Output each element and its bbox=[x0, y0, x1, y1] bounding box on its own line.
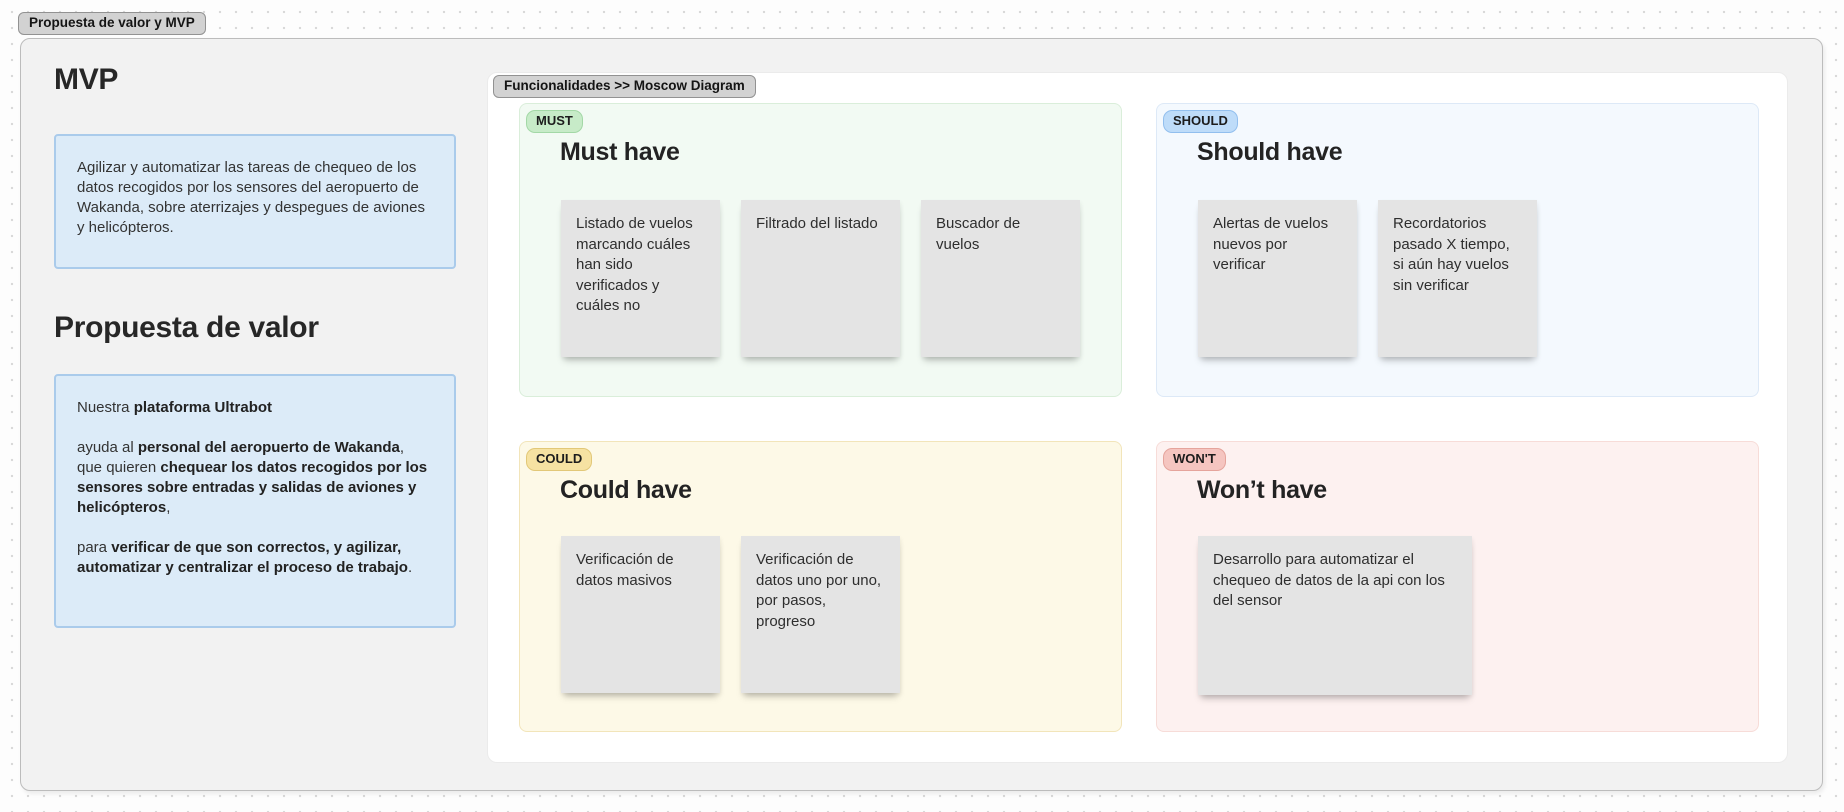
should-pill: SHOULD bbox=[1163, 110, 1238, 133]
mvp-description-box[interactable]: Agilizar y automatizar las tareas de che… bbox=[54, 134, 456, 269]
sticky-note-text: Alertas de vuelos nuevos por verificar bbox=[1213, 215, 1329, 273]
quadrant-could[interactable]: COULD Could have Verificación de datos m… bbox=[519, 441, 1122, 732]
main-frame[interactable]: MVP Agilizar y automatizar las tareas de… bbox=[20, 38, 1823, 791]
sticky-note[interactable]: Recordatorios pasado X tiempo, si aún ha… bbox=[1378, 200, 1537, 357]
should-title: Should have bbox=[1197, 138, 1343, 166]
wont-notes: Desarrollo para automatizar el chequeo d… bbox=[1198, 536, 1472, 695]
value-proposition-paragraph: ayuda al personal del aeropuerto de Waka… bbox=[77, 439, 428, 516]
value-proposition-heading[interactable]: Propuesta de valor bbox=[54, 311, 319, 344]
must-notes: Listado de vuelos marcando cuáles han si… bbox=[561, 200, 1080, 357]
mvp-heading[interactable]: MVP bbox=[54, 63, 119, 96]
sticky-note-text: Listado de vuelos marcando cuáles han si… bbox=[576, 215, 693, 314]
sticky-note-text: Verificación de datos masivos bbox=[576, 551, 674, 589]
sticky-note[interactable]: Desarrollo para automatizar el chequeo d… bbox=[1198, 536, 1472, 695]
functionalities-card[interactable]: MUST Must have Listado de vuelos marcand… bbox=[487, 72, 1788, 763]
could-title: Could have bbox=[560, 476, 692, 504]
wont-title: Won’t have bbox=[1197, 476, 1327, 504]
sticky-note[interactable]: Filtrado del listado bbox=[741, 200, 900, 357]
value-proposition-box[interactable]: Nuestra plataforma Ultrabot ayuda al per… bbox=[54, 374, 456, 628]
sticky-note-text: Verificación de datos uno por uno, por p… bbox=[756, 551, 882, 630]
sticky-note-text: Filtrado del listado bbox=[756, 215, 878, 232]
sticky-note[interactable]: Verificación de datos masivos bbox=[561, 536, 720, 693]
must-pill: MUST bbox=[526, 110, 583, 133]
wont-pill: WON'T bbox=[1163, 448, 1226, 471]
value-proposition-paragraph: para verificar de que son correctos, y a… bbox=[77, 539, 413, 576]
must-title: Must have bbox=[560, 138, 680, 166]
frame-title-tag[interactable]: Propuesta de valor y MVP bbox=[18, 12, 206, 35]
section-title-tag[interactable]: Funcionalidades >> Moscow Diagram bbox=[493, 75, 756, 98]
mvp-description-text: Agilizar y automatizar las tareas de che… bbox=[77, 159, 425, 236]
could-notes: Verificación de datos masivos Verificaci… bbox=[561, 536, 900, 693]
quadrant-must[interactable]: MUST Must have Listado de vuelos marcand… bbox=[519, 103, 1122, 397]
quadrant-wont[interactable]: WON'T Won’t have Desarrollo para automat… bbox=[1156, 441, 1759, 732]
quadrant-should[interactable]: SHOULD Should have Alertas de vuelos nue… bbox=[1156, 103, 1759, 397]
sticky-note[interactable]: Buscador de vuelos bbox=[921, 200, 1080, 357]
sticky-note-text: Buscador de vuelos bbox=[936, 215, 1021, 253]
value-proposition-paragraph: Nuestra plataforma Ultrabot bbox=[77, 399, 273, 416]
should-notes: Alertas de vuelos nuevos por verificar R… bbox=[1198, 200, 1537, 357]
sticky-note-text: Recordatorios pasado X tiempo, si aún ha… bbox=[1393, 215, 1510, 294]
sticky-note[interactable]: Verificación de datos uno por uno, por p… bbox=[741, 536, 900, 693]
could-pill: COULD bbox=[526, 448, 593, 471]
sticky-note[interactable]: Listado de vuelos marcando cuáles han si… bbox=[561, 200, 720, 357]
sticky-note[interactable]: Alertas de vuelos nuevos por verificar bbox=[1198, 200, 1357, 357]
sticky-note-text: Desarrollo para automatizar el chequeo d… bbox=[1213, 551, 1445, 609]
